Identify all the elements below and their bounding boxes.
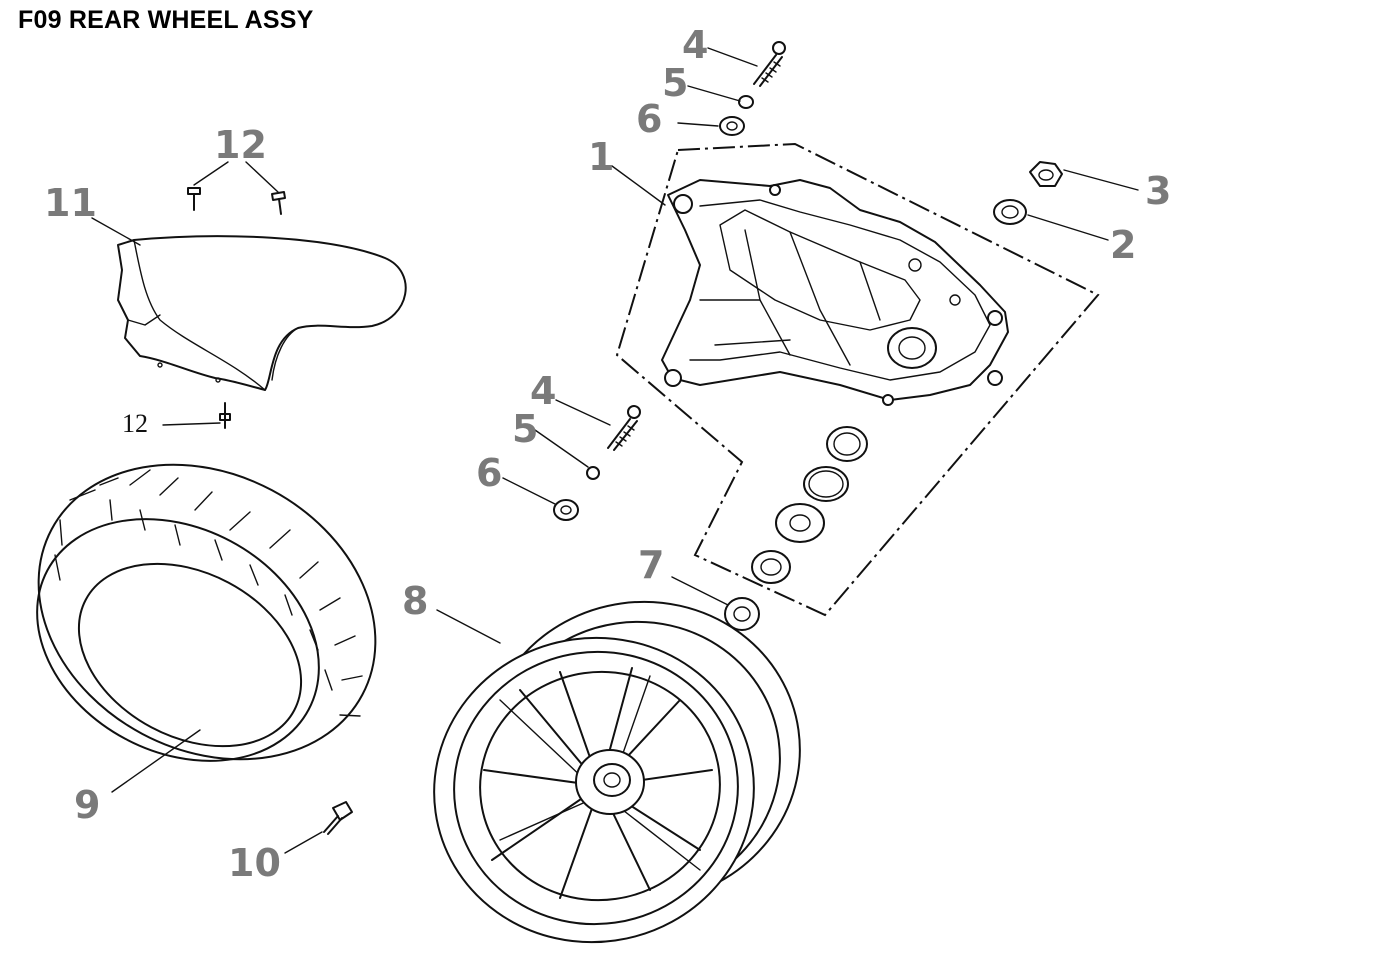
callout-12-lower: 12 [122,409,148,438]
assembly-group-outline [615,142,1100,617]
callout-5-upper: 5 [662,61,688,105]
part-7-collar[interactable] [724,597,760,631]
part-8-wheel-rim[interactable] [414,581,819,962]
spacer[interactable] [751,550,791,584]
callout-2: 2 [1110,223,1136,267]
callout-labels: 4 5 6 1 3 2 4 5 6 7 8 9 10 11 12 12 [44,23,1171,885]
part-11-rear-fender[interactable] [117,235,407,391]
callout-7: 7 [638,543,664,587]
part-5-spring-washer-upper[interactable] [738,95,754,109]
callout-9: 9 [74,783,100,827]
part-12-screw-right[interactable] [271,191,286,215]
part-3-nut[interactable] [1029,161,1063,187]
page-title: F09 REAR WHEEL ASSY [18,6,314,34]
callout-4-lower: 4 [530,369,556,413]
part-10-valve[interactable] [323,801,353,835]
callout-6-lower: 6 [476,451,502,495]
callout-5-lower: 5 [512,407,538,451]
part-4-bolt-upper[interactable] [753,41,786,87]
callout-10: 10 [228,841,281,885]
callout-12-upper: 12 [214,123,267,167]
callout-4-upper: 4 [682,23,708,67]
part-6-washer-upper[interactable] [719,116,745,136]
part-6-washer-lower[interactable] [553,499,579,521]
part-5-spring-washer-lower[interactable] [586,466,600,480]
oil-seal[interactable] [826,426,868,462]
callout-3: 3 [1145,169,1171,213]
circlip[interactable] [803,466,849,502]
part-9-tire[interactable] [0,408,427,817]
callout-1: 1 [588,135,614,179]
callout-11: 11 [44,181,97,225]
callout-8: 8 [402,579,428,623]
part-12-screw-lower[interactable] [219,402,231,429]
part-1-swing-arm[interactable] [661,179,1009,406]
leader-lines [91,47,1139,854]
part-2-washer[interactable] [993,199,1027,225]
bearing[interactable] [775,503,825,543]
callout-6-upper: 6 [636,97,662,141]
part-12-screw-left[interactable] [187,187,201,211]
part-4-bolt-lower[interactable] [607,405,641,451]
